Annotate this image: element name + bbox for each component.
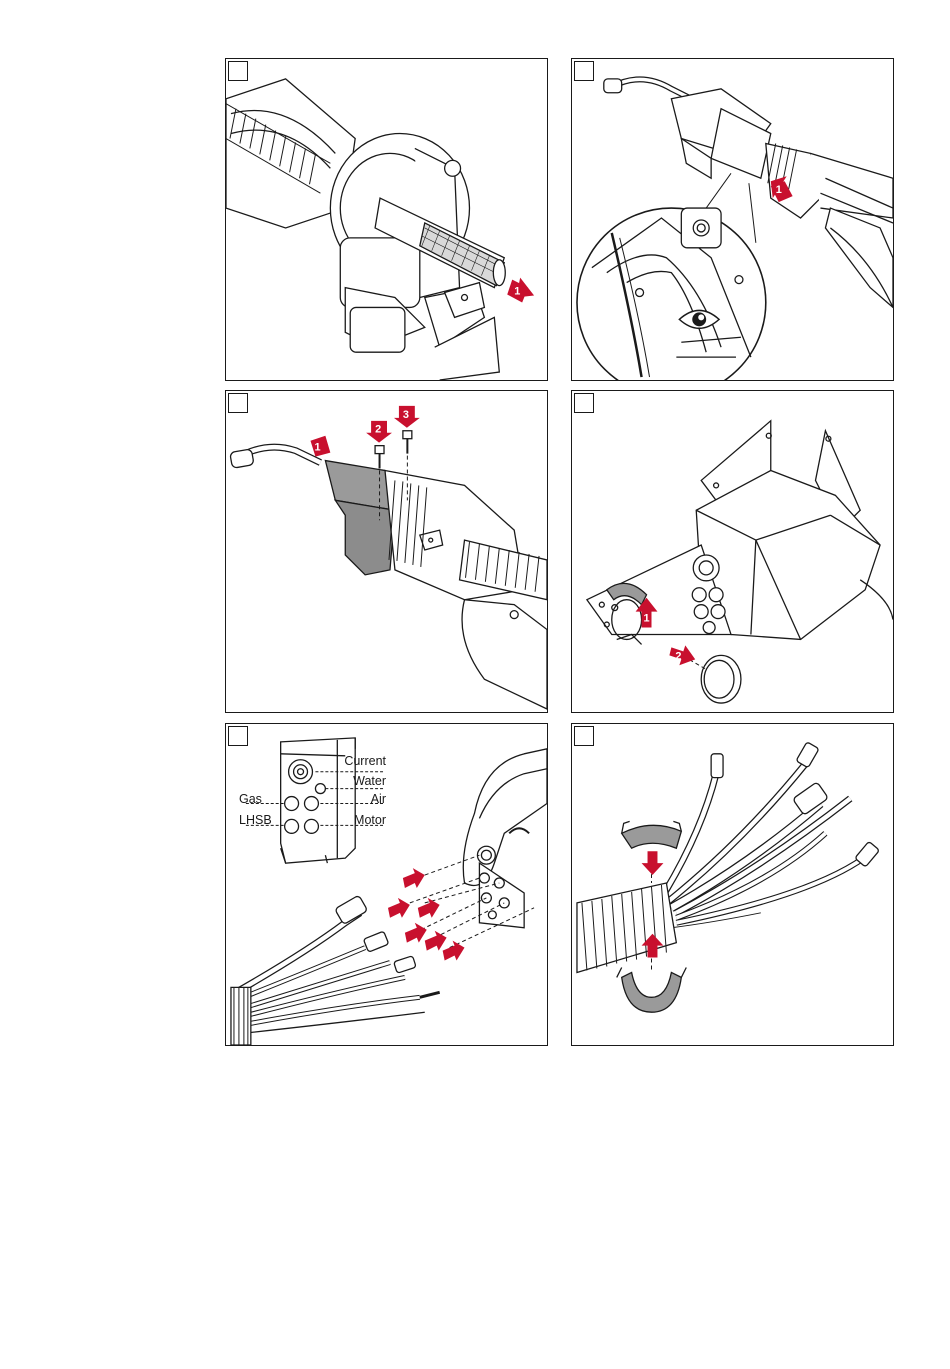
step-number-box bbox=[574, 726, 594, 746]
label-air: Air bbox=[371, 792, 386, 806]
red-arrow-icon bbox=[418, 898, 440, 918]
arrow-number: 3 bbox=[403, 409, 409, 421]
illustration-remove-hose-cover: 1 bbox=[226, 59, 547, 380]
step-panel-5: Current Water Gas Air LHSB Motor bbox=[225, 723, 548, 1046]
arrow-number: 2 bbox=[375, 424, 381, 436]
red-arrow-icon bbox=[388, 898, 410, 918]
illustration-attach-half-shells bbox=[572, 724, 893, 1045]
red-arrow-1-icon bbox=[507, 278, 534, 303]
screw-icon bbox=[375, 446, 384, 469]
step-panel-4: 1 2 bbox=[571, 390, 894, 713]
step-panel-6 bbox=[571, 723, 894, 1046]
red-arrow-icon bbox=[642, 851, 664, 875]
arrow-number: 2 bbox=[675, 650, 681, 662]
red-arrow-icon bbox=[443, 941, 465, 961]
label-current: Current bbox=[344, 754, 386, 768]
red-arrow-2-icon bbox=[669, 645, 695, 665]
illustration-detach-torch-detail: 1 bbox=[572, 59, 893, 380]
step-number-box bbox=[228, 393, 248, 413]
step-number-box bbox=[574, 393, 594, 413]
label-gas: Gas bbox=[239, 792, 262, 806]
step-number-box bbox=[228, 61, 248, 81]
illustration-connect-hoses bbox=[226, 724, 547, 1045]
step-number-box bbox=[574, 61, 594, 81]
step-number-box bbox=[228, 726, 248, 746]
illustration-remove-torch-screws: 1 2 3 bbox=[226, 391, 547, 712]
label-motor: Motor bbox=[354, 813, 386, 827]
step-panel-3: 1 2 3 bbox=[225, 390, 548, 713]
arrow-number: 1 bbox=[514, 286, 520, 298]
label-lhsb: LHSB bbox=[239, 813, 272, 827]
step-panel-2: 1 bbox=[571, 58, 894, 381]
step-panel-1: 1 bbox=[225, 58, 548, 381]
arrow-number: 1 bbox=[644, 613, 650, 625]
illustration-remove-clamp-ring: 1 2 bbox=[572, 391, 893, 712]
screw-icon bbox=[403, 431, 412, 454]
arrow-number: 1 bbox=[776, 184, 782, 196]
red-arrow-icon bbox=[403, 868, 425, 888]
label-water: Water bbox=[353, 774, 386, 788]
red-arrow-icon bbox=[405, 923, 427, 943]
arrow-number: 1 bbox=[314, 442, 320, 454]
